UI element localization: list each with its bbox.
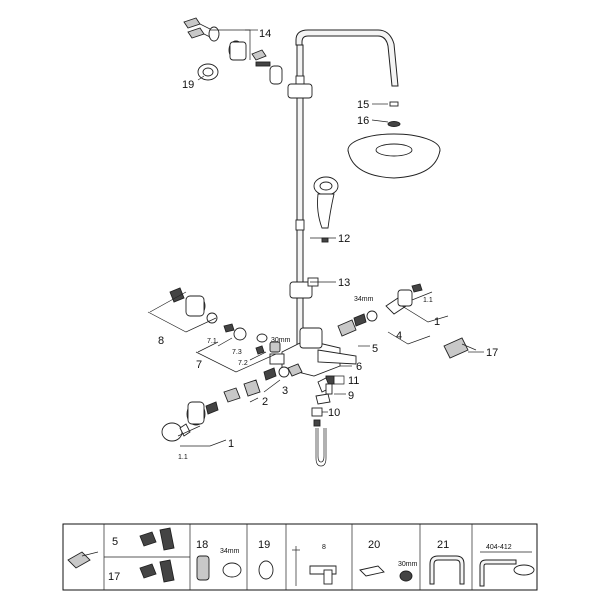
- callout-8: 8: [158, 335, 164, 347]
- legend-sleeve-icon: [196, 555, 210, 581]
- overhead-arm: [295, 29, 399, 87]
- callout-2: 2: [262, 396, 268, 408]
- seal-16: [387, 121, 401, 127]
- callout-11: 11: [348, 375, 359, 387]
- legend-nut-icon: [222, 562, 242, 578]
- legend-dim-30: 30mm: [398, 561, 418, 568]
- legend-wrench-icon: [359, 565, 385, 577]
- callout-16: 16: [357, 115, 369, 127]
- wall-bracket-parts: [183, 17, 283, 85]
- callout-13: 13: [338, 277, 350, 289]
- callout-9: 9: [348, 390, 354, 402]
- left-lower-parts: [161, 363, 303, 442]
- seal-15: [389, 101, 399, 107]
- legend-check-valve-icon: [139, 527, 175, 583]
- legend-overhead-arm-icon: [479, 559, 517, 587]
- callout-3: 3: [282, 385, 288, 397]
- legend-rosette-icon: [258, 560, 274, 580]
- right-side-parts: [337, 283, 477, 359]
- hand-shower: [313, 176, 339, 243]
- upper-riser: [296, 44, 304, 221]
- shower-head: [347, 101, 441, 179]
- legend-label-18: 18: [196, 539, 208, 551]
- callout-1-left: 1: [228, 438, 234, 450]
- callout-4: 4: [396, 330, 402, 342]
- legend-strip: 5 17 18 34mm 19 8 20 30mm 21 404-41: [62, 523, 538, 591]
- callout-10: 10: [328, 407, 340, 419]
- callout-17: 17: [486, 347, 498, 359]
- shower-column: [287, 29, 399, 349]
- diverter-parts: [315, 377, 333, 405]
- callout-5: 5: [372, 343, 378, 355]
- callout-7-3: 7.3: [232, 349, 242, 356]
- legend-label-20: 20: [368, 539, 380, 551]
- callout-labels: 14 19 15 16 12 13 34mm 1.1 1 4 5 6 11 9 …: [158, 28, 498, 461]
- legend-label-21: 21: [437, 539, 449, 551]
- legend-label-17: 17: [108, 571, 120, 583]
- callout-14: 14: [259, 28, 271, 40]
- riser-bracket: [287, 83, 313, 99]
- callout-1-1-right: 1.1: [423, 297, 433, 304]
- legend-dim-34: 34mm: [220, 548, 240, 555]
- callout-19: 19: [182, 79, 194, 91]
- callout-1-right: 1: [434, 316, 440, 328]
- leader-lines: [147, 29, 484, 447]
- legend-cartridge-icon: [67, 551, 99, 569]
- callout-12: 12: [338, 233, 350, 245]
- legend-arm-icon: [429, 555, 465, 585]
- legend-dim-8: 8: [322, 544, 326, 551]
- callout-7-2: 7.2: [238, 360, 248, 367]
- callout-7: 7: [196, 359, 202, 371]
- hose: [311, 407, 327, 467]
- callout-15: 15: [357, 99, 369, 111]
- wrench-size-34: 34mm: [354, 296, 374, 303]
- shower-slider: [289, 277, 319, 299]
- wrench-size-30: 30mm: [271, 337, 291, 344]
- legend-label-19: 19: [258, 539, 270, 551]
- legend-range: 404-412: [486, 544, 512, 551]
- callout-1-1-left: 1.1: [178, 454, 188, 461]
- left-eccentric-parts: [169, 287, 281, 355]
- legend-label-5: 5: [112, 536, 118, 548]
- callout-7-1: 7.1: [207, 338, 217, 345]
- callout-6: 6: [356, 361, 362, 373]
